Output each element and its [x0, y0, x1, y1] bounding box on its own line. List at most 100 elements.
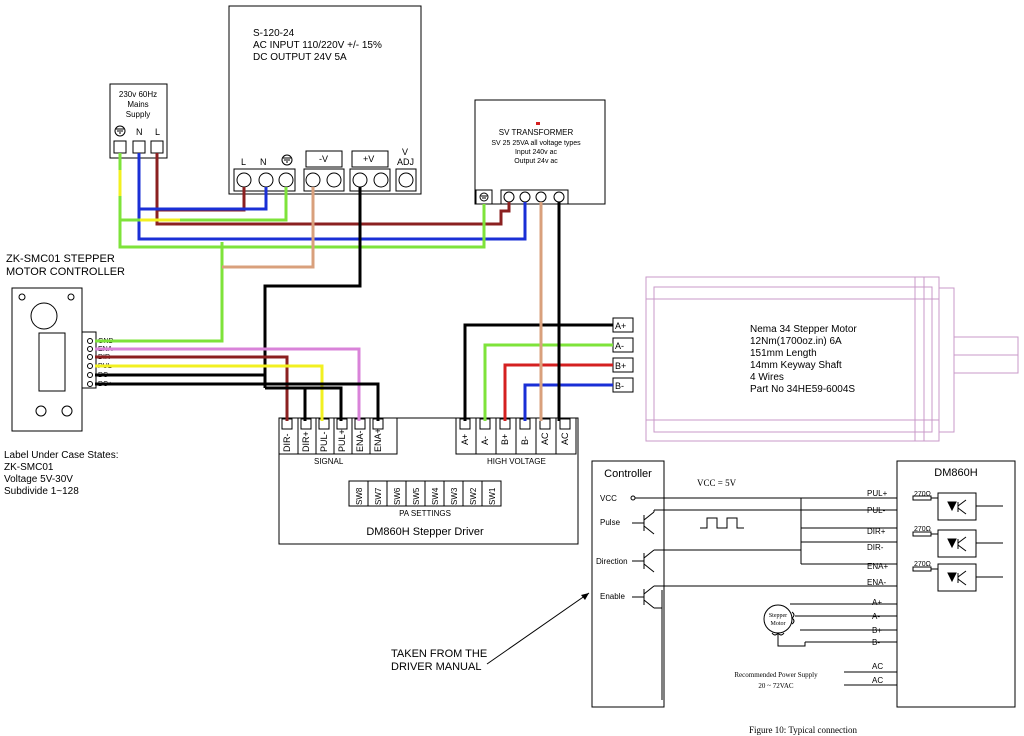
earth-icon: [281, 154, 293, 166]
manual-ac1: AC: [872, 662, 883, 671]
wire-motor-aminus: [483, 343, 613, 421]
driver-hv-label: HIGH VOLTAGE: [487, 457, 546, 466]
driver-sw4: SW4: [431, 487, 440, 505]
psu-output: DC OUTPUT 24V 5A: [253, 52, 347, 63]
manual-lines: [635, 497, 897, 686]
driver-pin-bminus: B-: [520, 436, 530, 445]
manual-transistors: [632, 511, 655, 609]
psu-input: AC INPUT 110/220V +/- 15%: [253, 40, 382, 51]
manual-excerpt: Controller VCC = 5V VCC Pulse Direction …: [591, 460, 1016, 735]
controller-label2: ZK-SMC01: [4, 462, 54, 473]
transformer-title: SV TRANSFORMER: [499, 128, 574, 137]
driver-pin-enaplus: ENA+: [373, 428, 383, 452]
wire-motor-aplus: [463, 323, 613, 421]
manual-driver-title: DM860H: [934, 467, 977, 479]
wire-mains-neutral: [137, 153, 527, 241]
motor-line5: 4 Wires: [750, 372, 784, 383]
manual-resistor-2: 270Ω: [914, 526, 931, 533]
transformer-line4: Output 24v ac: [514, 158, 558, 165]
manual-motor-label1: Stepper: [769, 613, 787, 619]
stepper-controller: ZK-SMC01 STEPPER MOTOR CONTROLLER GND EN…: [4, 253, 125, 497]
motor-term-aminus: A-: [615, 341, 624, 351]
manual-dirminus: DIR-: [867, 543, 884, 552]
manual-pulminus: PUL-: [867, 506, 886, 515]
manual-bminus: B-: [872, 638, 880, 647]
driver-sw6: SW6: [393, 487, 402, 505]
controller-title2: MOTOR CONTROLLER: [6, 266, 125, 278]
stepper-motor: [645, 276, 1019, 442]
wire-gnd: [95, 242, 224, 343]
wires: [95, 153, 613, 421]
controller-title1: ZK-SMC01 STEPPER: [6, 253, 115, 265]
driver-sw1: SW1: [488, 487, 497, 505]
driver-sw3: SW3: [450, 487, 459, 505]
manual-enaminus: ENA-: [867, 578, 886, 587]
motor-line2: 12Nm(1700oz.in) 6A: [750, 336, 842, 347]
controller-label1: Label Under Case States:: [4, 450, 119, 461]
motor-term-bplus: B+: [615, 361, 626, 371]
wire-dcplus: [95, 382, 380, 421]
wire-dir: [95, 355, 289, 421]
mains-label-n: N: [136, 127, 143, 137]
earth-icon: [479, 192, 489, 202]
driver-sw7: SW7: [374, 487, 383, 505]
motor-line3: 151mm Length: [750, 348, 817, 359]
psu-model: S-120-24: [253, 28, 295, 39]
wire-motor-bplus: [503, 363, 613, 421]
driver-pin-aminus: A-: [480, 436, 490, 445]
manual-direction: Direction: [596, 557, 628, 566]
driver-pa-settings: PA SETTINGS: [399, 509, 451, 518]
dm860h-driver: DIR- DIR+ PUL- PUL+ ENA- ENA+ A+ A- B+ B…: [278, 417, 579, 545]
manual-enable: Enable: [600, 592, 625, 601]
wire-pulplus-link: [305, 386, 343, 421]
driver-pin-ac2: AC: [560, 432, 570, 445]
manual-aminus: A-: [872, 612, 880, 621]
wire-motor-bminus: [523, 383, 613, 421]
manual-bplus: B+: [872, 626, 882, 635]
driver-pin-bplus: B+: [500, 434, 510, 445]
psu-label-negv: -V: [319, 154, 328, 164]
pulse-waveform: [700, 517, 744, 529]
driver-pin-pulminus: PUL-: [319, 431, 329, 452]
wire-dirplus-link: [265, 386, 307, 421]
note-arrow: [486, 592, 590, 665]
driver-sw2: SW2: [469, 487, 478, 505]
mains-line3: Supply: [126, 110, 150, 119]
driver-pin-pulplus: PUL+: [337, 429, 347, 452]
figure-caption: Figure 10: Typical connection: [749, 725, 857, 735]
motor-term-aplus: A+: [615, 321, 626, 331]
mains-line2: Mains: [127, 100, 148, 109]
psu-label-posv: +V: [363, 154, 374, 164]
earth-icon: [114, 125, 126, 137]
manual-power-label: Recommended Power Supply: [734, 671, 818, 679]
manual-enaplus: ENA+: [867, 562, 888, 571]
controller-label3: Voltage 5V-30V: [4, 474, 73, 485]
manual-dirplus: DIR+: [867, 527, 886, 536]
motor-term-bminus: B-: [615, 381, 624, 391]
mains-label-l: L: [155, 127, 160, 137]
wire-psu-negv: [222, 187, 315, 269]
motor-line4: 14mm Keyway Shaft: [750, 360, 842, 371]
manual-aplus: A+: [872, 598, 882, 607]
driver-pin-aplus: A+: [460, 434, 470, 445]
manual-resistor-1: 270Ω: [914, 491, 931, 498]
manual-motor-label2: Motor: [771, 621, 786, 627]
manual-optocouplers: 270Ω 270Ω 270Ω: [912, 491, 1003, 592]
power-supply: S-120-24 AC INPUT 110/220V +/- 15% DC OU…: [228, 5, 422, 195]
driver-name: DM860H Stepper Driver: [366, 526, 484, 538]
wire-mains-live: [155, 153, 511, 226]
note-line1: TAKEN FROM THE: [391, 648, 487, 660]
controller-label4: Subdivide 1~128: [4, 486, 79, 497]
note-arrowhead: [581, 593, 589, 600]
motor-text: Nema 34 Stepper Motor 12Nm(1700oz.in) 6A…: [750, 324, 857, 395]
manual-stepper-motor: Stepper Motor: [763, 604, 806, 647]
wire-psu-neutral: [139, 187, 268, 211]
manual-note: TAKEN FROM THE DRIVER MANUAL: [391, 592, 590, 673]
wire-psu-posv: [263, 187, 362, 388]
mains-supply: 230v 60Hz Mains Supply N L: [109, 83, 168, 159]
manual-ac2: AC: [872, 676, 883, 685]
transformer: SV TRANSFORMER SV 25 25VA all voltage ty…: [474, 99, 606, 205]
motor-terminals: A+ A- B+ B-: [612, 317, 634, 393]
manual-vcc: VCC: [600, 494, 617, 503]
driver-sw5: SW5: [412, 487, 421, 505]
